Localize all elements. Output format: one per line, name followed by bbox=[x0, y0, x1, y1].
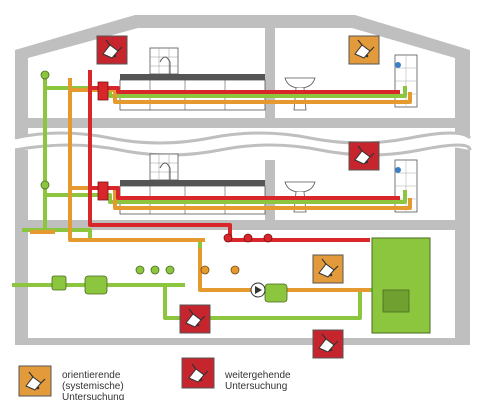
sampling-markers bbox=[96, 35, 380, 359]
legend-red-icon bbox=[181, 357, 215, 389]
sampling-marker-red bbox=[348, 141, 380, 171]
red-valves bbox=[97, 81, 273, 243]
legend-red-line-2: Untersuchung bbox=[225, 381, 287, 392]
circulation-pump bbox=[250, 282, 266, 298]
sampling-marker-orange bbox=[312, 254, 344, 284]
legend-orange-icon bbox=[18, 365, 52, 397]
orange-valves bbox=[200, 265, 240, 275]
sampling-marker-red bbox=[312, 329, 344, 359]
legend-red-line-1: weitergehende bbox=[224, 370, 291, 381]
sampling-marker-red bbox=[179, 304, 211, 334]
legend-orange-line-3: Untersuchung bbox=[62, 392, 124, 400]
legend-orange-line-1: orientierende bbox=[62, 370, 121, 381]
sampling-marker-orange bbox=[348, 35, 380, 65]
shower-lower bbox=[394, 159, 418, 213]
water-heater bbox=[371, 237, 431, 334]
valves bbox=[40, 70, 288, 303]
legend: orientierende (systemische) Untersuchung… bbox=[18, 357, 291, 400]
legend-orange-line-2: (systemische) bbox=[62, 381, 124, 392]
shower-upper bbox=[394, 54, 418, 108]
sampling-marker-red bbox=[96, 35, 128, 65]
